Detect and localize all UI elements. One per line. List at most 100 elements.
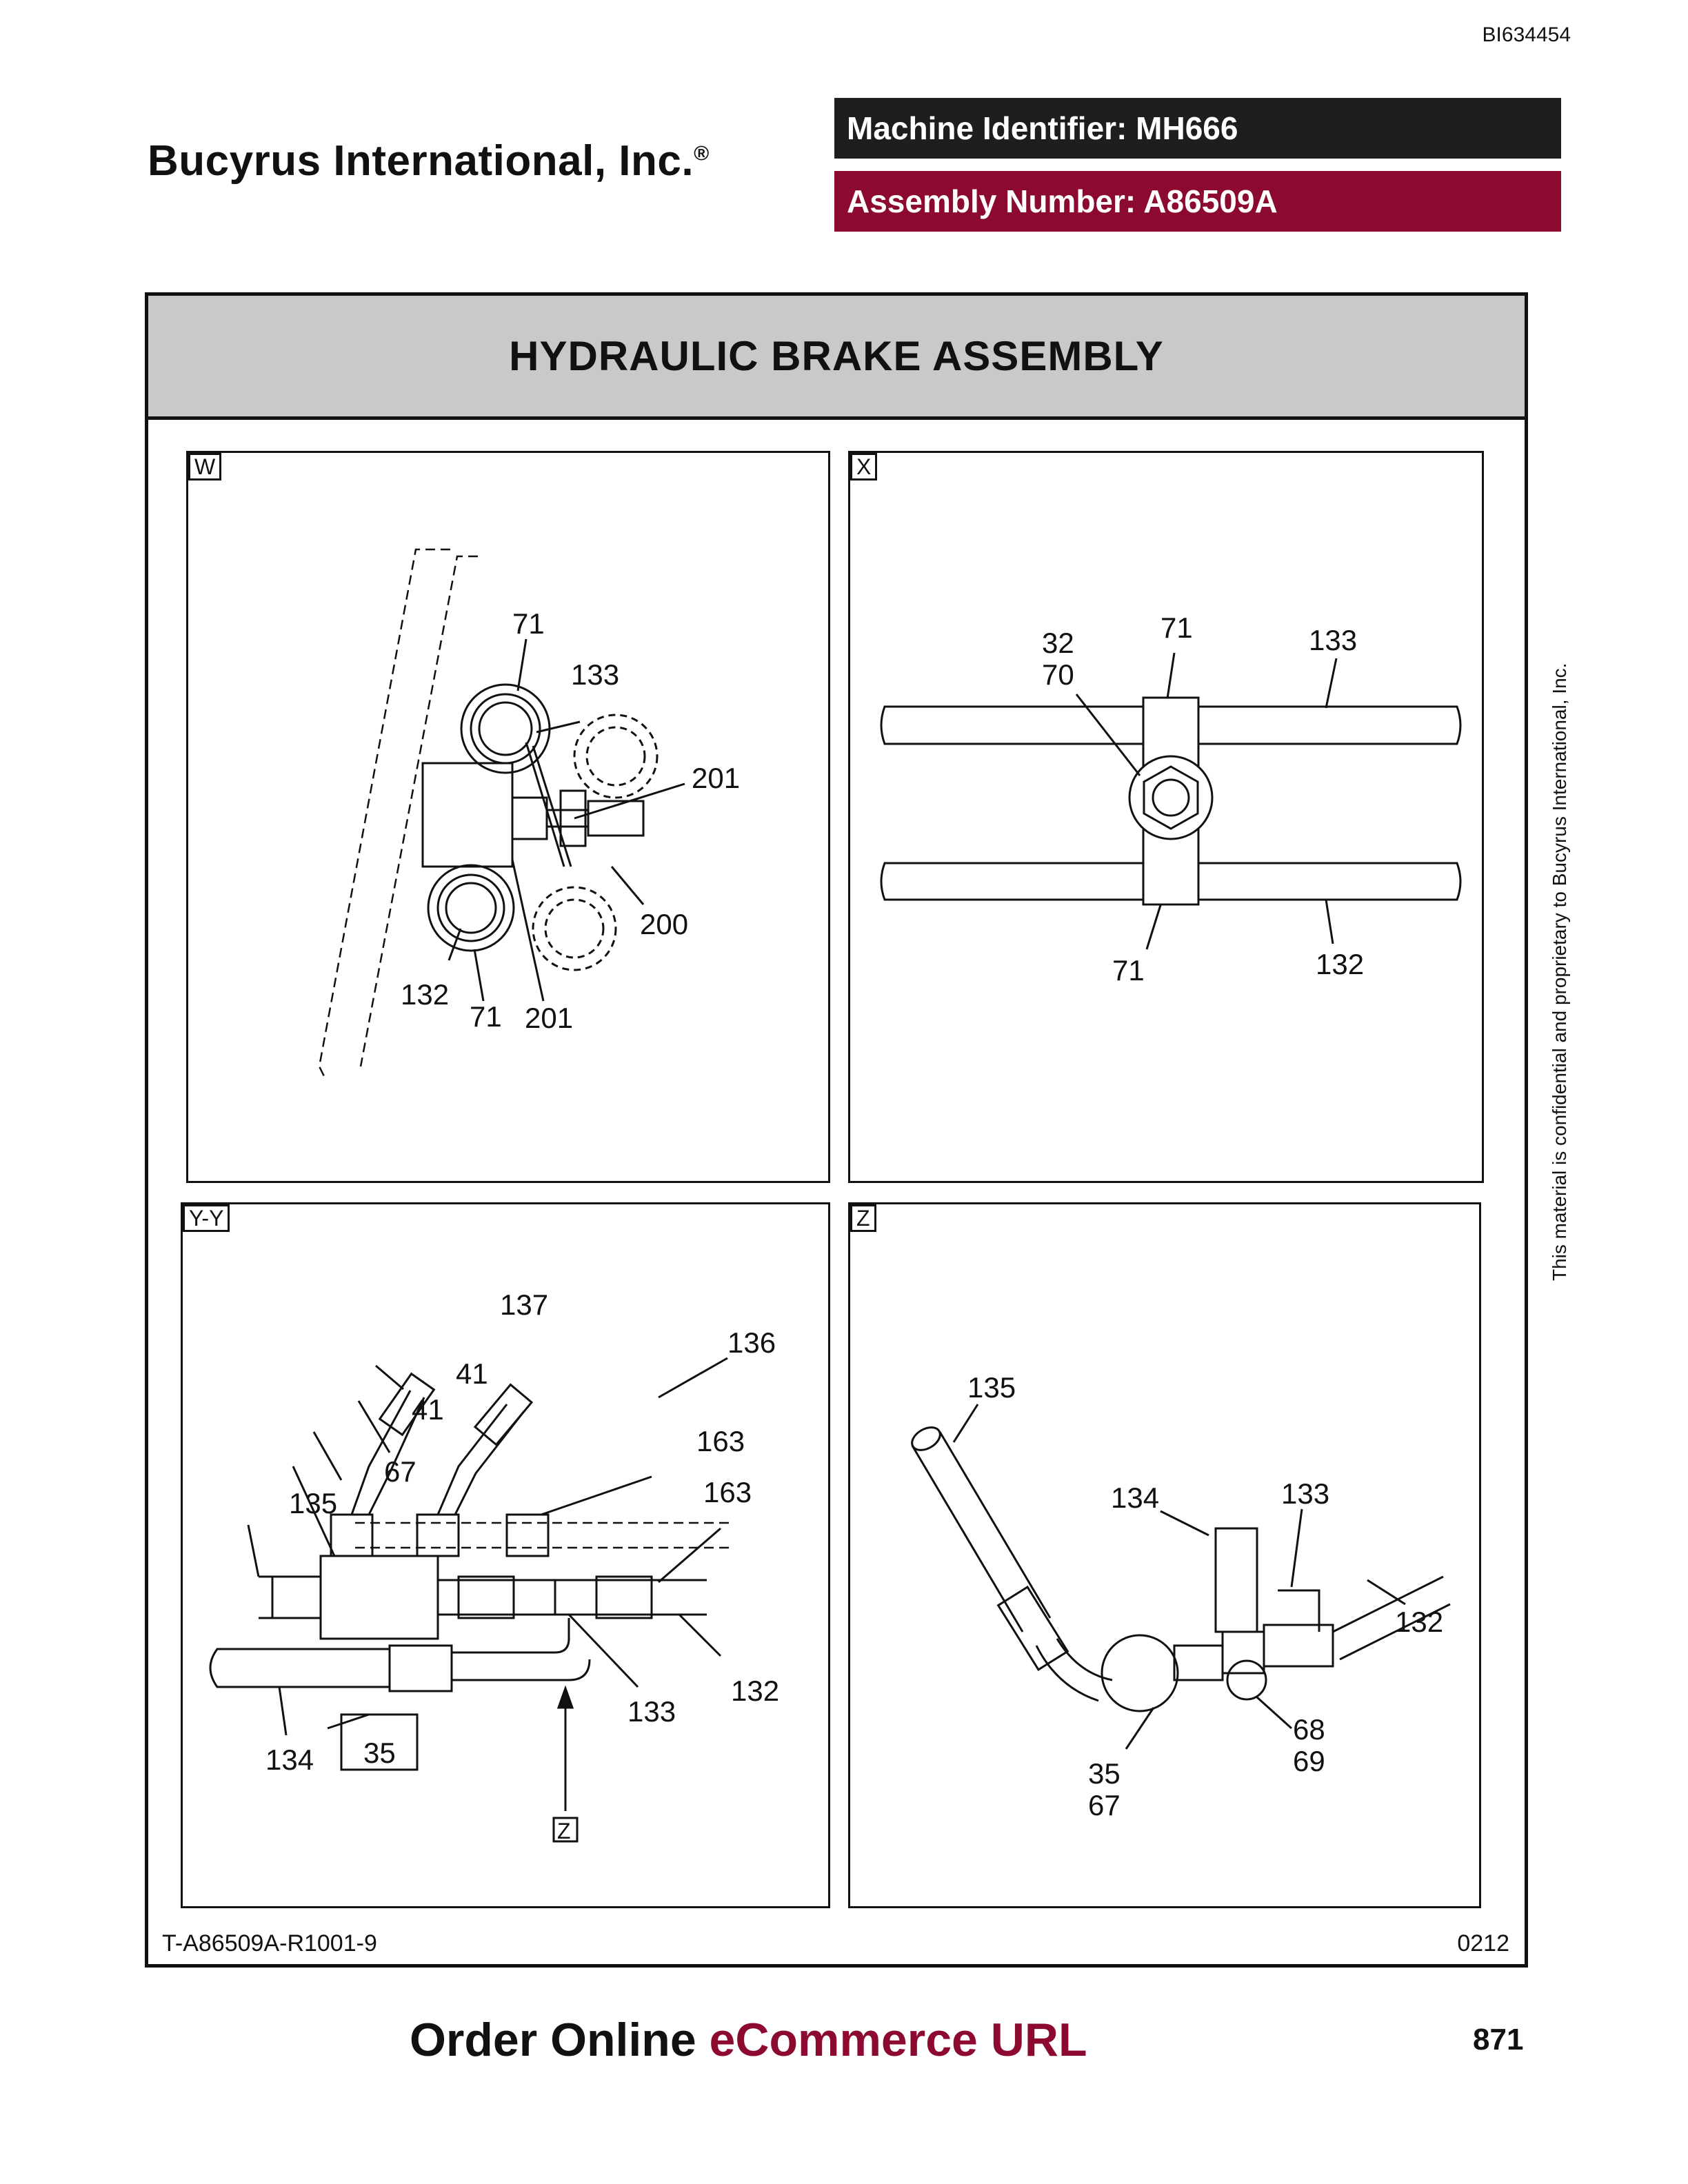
callout: 69 bbox=[1293, 1745, 1325, 1777]
view-marker-box bbox=[552, 1817, 579, 1843]
elbow-68 bbox=[1226, 1659, 1267, 1701]
view-arrow-head bbox=[556, 1685, 574, 1709]
leader-71-top bbox=[516, 638, 528, 691]
leader-32-70 bbox=[1075, 694, 1141, 776]
manifold-block bbox=[319, 1555, 439, 1640]
leader-68-69 bbox=[1256, 1696, 1293, 1730]
leader-135 bbox=[247, 1524, 260, 1577]
callout: 71 bbox=[512, 607, 545, 640]
figure-code: T-A86509A-R1001-9 bbox=[162, 1930, 377, 1957]
leader-201-top bbox=[574, 782, 685, 820]
leader-71-bottom bbox=[473, 949, 485, 1002]
callout: 41 bbox=[412, 1393, 444, 1426]
callout: 135 bbox=[967, 1371, 1016, 1404]
callout: 67 bbox=[1088, 1789, 1121, 1821]
view-x-drawing: 32 70 71 133 71 132 bbox=[880, 611, 1462, 987]
leader-134 bbox=[1160, 1510, 1209, 1537]
view-yy-drawing: 137 136 41 41 163 67 163 135 133 132 134… bbox=[209, 1288, 779, 1843]
view-w-drawing: 71 133 201 200 132 71 201 bbox=[318, 548, 740, 1081]
callout: 133 bbox=[627, 1695, 676, 1728]
leader-133 bbox=[1325, 658, 1338, 709]
order-online-text: Order Online bbox=[410, 2014, 696, 2066]
hidden-pipe-lower bbox=[532, 886, 617, 971]
view-x-panel: X 32 70 71 133 71 132 bbox=[848, 451, 1484, 1183]
leader-201-bottom bbox=[511, 859, 545, 1002]
leader-132 bbox=[1325, 899, 1334, 944]
leader-71-bottom bbox=[1145, 904, 1162, 950]
fitting-133 bbox=[1278, 1589, 1320, 1632]
spacer-plate bbox=[525, 742, 565, 867]
callout: 133 bbox=[1309, 624, 1357, 656]
leader-71-top bbox=[1166, 652, 1176, 699]
callout: 71 bbox=[1112, 954, 1145, 987]
callout: 68 bbox=[1293, 1713, 1325, 1746]
callout: 67 bbox=[384, 1455, 416, 1488]
hose-end bbox=[911, 1426, 941, 1451]
valve-body bbox=[1101, 1634, 1179, 1712]
pipe-upper bbox=[880, 705, 1462, 745]
figure-date: 0212 bbox=[1457, 1930, 1509, 1957]
leader-137 bbox=[375, 1364, 404, 1391]
hidden-pipe-upper-inner bbox=[585, 726, 646, 787]
callout: 135 bbox=[289, 1487, 337, 1519]
view-marker-label: Z bbox=[557, 1819, 571, 1843]
view-w-panel: W bbox=[186, 451, 830, 1183]
leader-134 bbox=[278, 1686, 288, 1736]
pipe-ring-lower-inner bbox=[436, 873, 505, 942]
figure-frame: HYDRAULIC BRAKE ASSEMBLY W bbox=[145, 292, 1528, 1968]
callout: 137 bbox=[500, 1288, 548, 1321]
callout: 136 bbox=[727, 1326, 776, 1359]
ecommerce-url-link[interactable]: eCommerce URL bbox=[709, 2014, 1087, 2066]
callout: 35 bbox=[1088, 1757, 1121, 1790]
connector-right bbox=[1263, 1624, 1334, 1668]
frame-outline-dashed bbox=[318, 548, 450, 1081]
view-yy-tag: Y-Y bbox=[183, 1204, 230, 1232]
clamp-block bbox=[421, 762, 514, 868]
fitting-132 bbox=[595, 1575, 653, 1619]
leader-35-67 bbox=[1125, 1707, 1155, 1750]
callout: 132 bbox=[401, 978, 449, 1011]
leader-133 bbox=[1290, 1508, 1303, 1588]
spacer-plate-2 bbox=[532, 745, 572, 867]
clamp-hex-nut bbox=[1143, 765, 1199, 830]
bolt-end bbox=[587, 800, 645, 837]
view-yy-panel: Y-Y bbox=[181, 1202, 830, 1908]
callout: 200 bbox=[640, 908, 688, 940]
tee-fitting bbox=[1221, 1630, 1265, 1675]
tube-right bbox=[438, 1579, 707, 1616]
clamp-washer bbox=[1128, 755, 1214, 840]
fitting-134 bbox=[1214, 1527, 1258, 1633]
hex-nut-left bbox=[511, 796, 548, 840]
callout: 41 bbox=[456, 1357, 488, 1390]
callout: 132 bbox=[1395, 1606, 1443, 1638]
registered-mark: ® bbox=[694, 142, 710, 165]
hose-137-left bbox=[350, 1390, 425, 1515]
tee-upper-mid bbox=[416, 1513, 460, 1557]
assembly-number: Assembly Number: A86509A bbox=[834, 171, 1561, 232]
leader-41-left bbox=[312, 1431, 343, 1481]
callout: 132 bbox=[731, 1675, 779, 1707]
view-z-panel: Z 135 1 bbox=[848, 1202, 1481, 1908]
connector-left bbox=[1173, 1644, 1224, 1681]
hose-fitting bbox=[996, 1586, 1069, 1671]
view-z-tag: Z bbox=[850, 1204, 876, 1232]
hidden-pipe-upper bbox=[573, 714, 659, 799]
order-online-banner[interactable]: Order Online eCommerce URL bbox=[410, 2013, 1087, 2067]
fitting-137 bbox=[378, 1372, 436, 1437]
leader-136 bbox=[658, 1357, 728, 1399]
company-name-text: Bucyrus International, Inc. bbox=[148, 137, 694, 185]
company-name: Bucyrus International, Inc.® bbox=[148, 136, 710, 185]
callout: 32 bbox=[1042, 627, 1074, 659]
leader-35 bbox=[327, 1713, 370, 1730]
callout: 70 bbox=[1042, 658, 1074, 691]
callout: 134 bbox=[1111, 1482, 1159, 1514]
hex-nut-right bbox=[559, 789, 587, 847]
frame-inner-dashed bbox=[359, 555, 478, 1067]
pipe-ring-lower bbox=[427, 864, 515, 952]
leader-133 bbox=[536, 720, 581, 734]
hose-bend bbox=[1035, 1638, 1113, 1702]
leader-135 bbox=[952, 1404, 979, 1443]
document-id: BI634454 bbox=[1482, 23, 1571, 46]
callout: 133 bbox=[1281, 1477, 1329, 1510]
callout: 201 bbox=[525, 1002, 573, 1034]
